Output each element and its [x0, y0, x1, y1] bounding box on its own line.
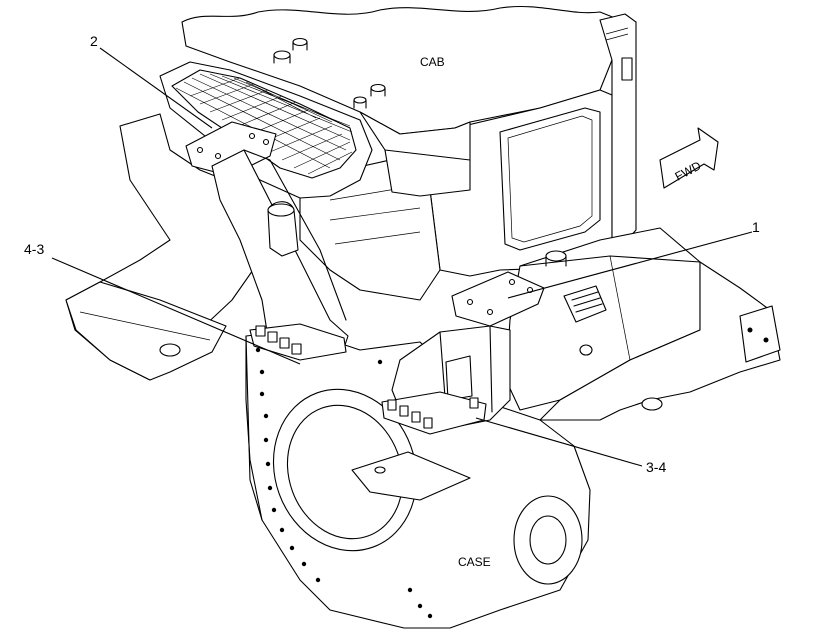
- fuel-tank: [505, 227, 781, 421]
- main-case: [245, 329, 591, 629]
- left-fender: [65, 113, 261, 381]
- leader-lines: [51, 47, 753, 467]
- left-support-bracket: [185, 121, 349, 371]
- callout-4-3: 4-3: [24, 241, 44, 257]
- callout-1: 1: [752, 219, 760, 235]
- callout-2: 2: [90, 33, 98, 49]
- case-label: CASE: [458, 555, 491, 569]
- bolt-row-3-4: [381, 391, 487, 435]
- leader-2: [99, 47, 213, 129]
- callout-3-4: 3-4: [646, 459, 666, 475]
- cab-label: CAB: [420, 55, 445, 69]
- fwd-arrow: FWD: [659, 127, 719, 189]
- bolt-row-4-3: [249, 323, 347, 361]
- leader-1: [507, 231, 753, 299]
- leader-3-4: [475, 417, 643, 467]
- cab: [181, 5, 637, 301]
- hood-grille: [159, 37, 386, 199]
- leader-4-3: [51, 257, 301, 365]
